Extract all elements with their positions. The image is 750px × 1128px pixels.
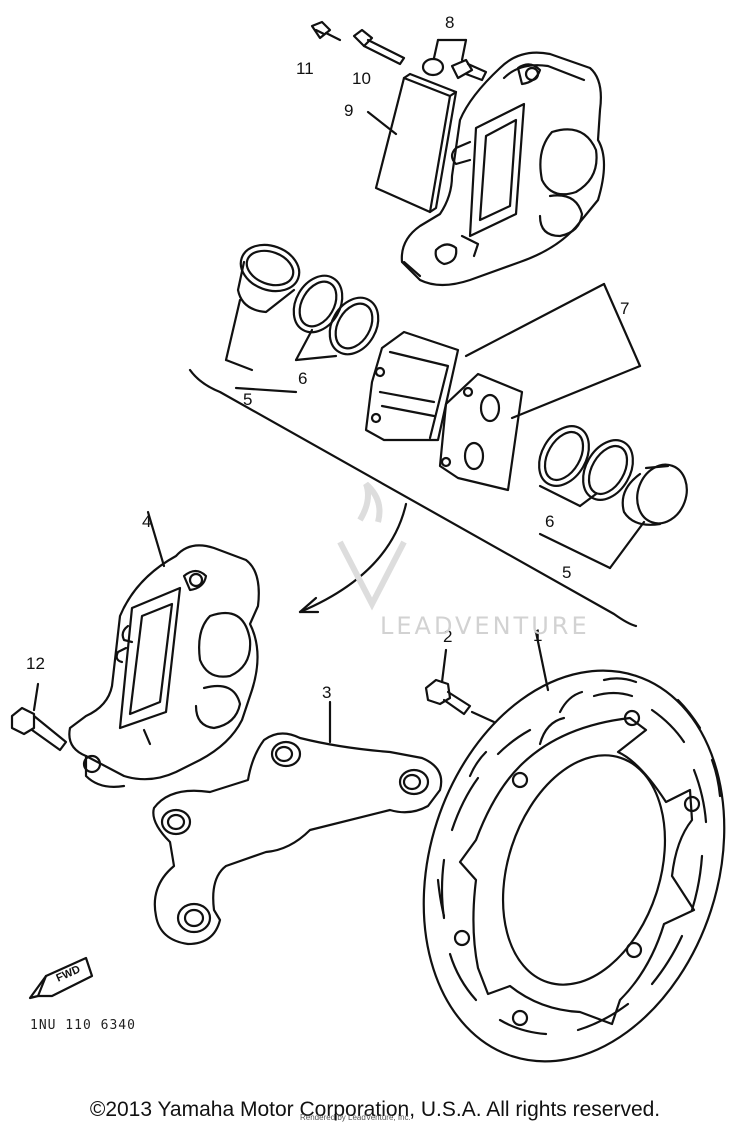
part-6-seals-right	[538, 425, 634, 501]
upper-caliper-body	[400, 51, 606, 287]
callout-8: 8	[445, 13, 455, 32]
part-11-screw	[310, 20, 342, 42]
part-10-bolt	[352, 28, 406, 66]
part-3-bracket	[152, 700, 443, 946]
assembly-bracket	[188, 368, 638, 628]
copyright-notice: ©2013 Yamaha Motor Corporation, U.S.A. A…	[89, 1098, 661, 1121]
callout-6-left: 6	[298, 369, 308, 388]
part-5-piston-left	[236, 243, 301, 314]
part-1-disc	[422, 630, 726, 1063]
leaders-left-set	[224, 298, 338, 394]
callout-1: 1	[533, 626, 543, 645]
callout-5-right: 5	[562, 563, 572, 582]
part-8-bleed-screw	[421, 38, 488, 82]
callout-10: 10	[352, 69, 371, 88]
part-2-bolt	[424, 648, 496, 724]
rendered-by-note: Rendered by LeadVenture, Inc.	[300, 1113, 411, 1122]
watermark-logo-icon	[337, 481, 407, 611]
fwd-arrow-icon	[28, 956, 94, 1000]
leaders-right-set	[538, 484, 646, 570]
part-7-pads	[364, 282, 642, 492]
callout-11: 11	[296, 59, 314, 78]
callout-4: 4	[142, 512, 152, 531]
diagram-code: 1NU 110 6340	[30, 1018, 136, 1033]
part-4-caliper	[68, 510, 260, 788]
callout-3: 3	[322, 683, 332, 702]
callout-6-right: 6	[545, 512, 555, 531]
watermark-text: LEADVENTURE	[380, 612, 590, 640]
callout-7: 7	[620, 299, 630, 318]
callout-5-left: 5	[243, 390, 253, 409]
callout-9: 9	[344, 101, 354, 120]
part-5-piston-right	[621, 463, 688, 526]
part-6-seals-left	[292, 274, 380, 356]
callout-2: 2	[443, 627, 453, 646]
part-12-bolt	[10, 682, 68, 752]
part-9-shim	[366, 72, 458, 214]
callout-12: 12	[26, 654, 45, 673]
